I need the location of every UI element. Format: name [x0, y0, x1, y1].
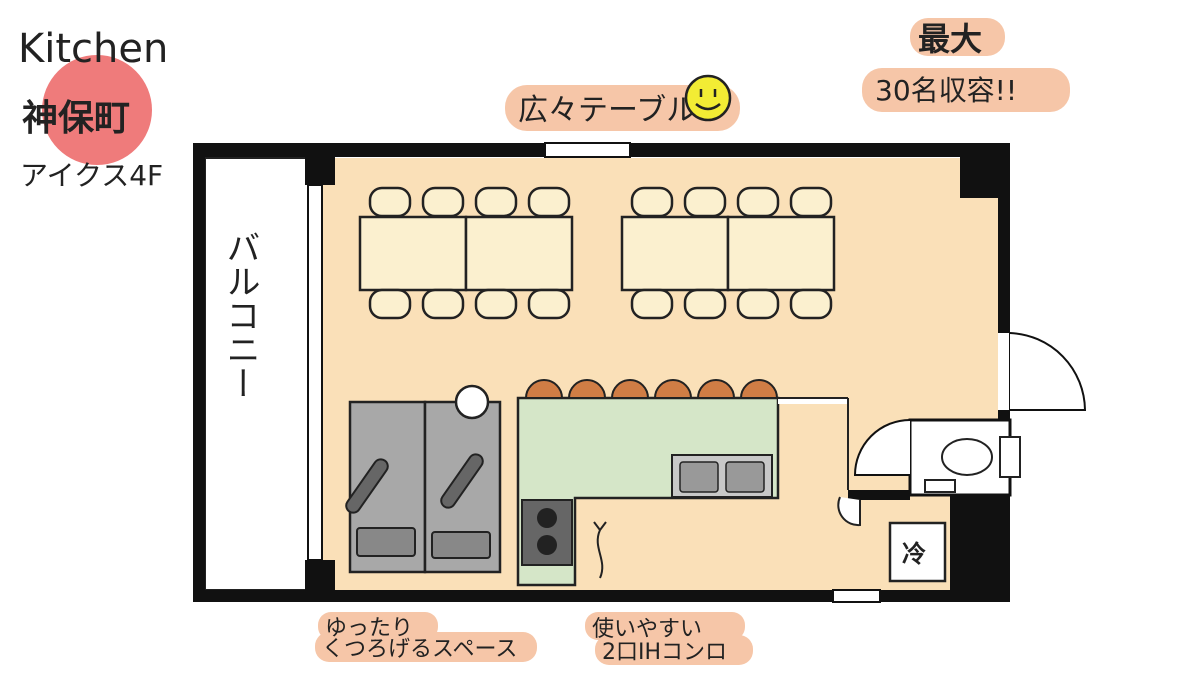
location-name: 神保町 — [22, 98, 130, 139]
washbasin-icon — [837, 496, 861, 527]
outer-walls — [193, 142, 1010, 603]
capacity-line-1: 最大 — [918, 20, 982, 58]
entrance-door-icon — [1009, 332, 1087, 411]
sofa-icon — [345, 384, 502, 574]
relax-note-line-1: ゆったり — [325, 616, 413, 641]
stove-note-line-2: 2口IHコンロ — [602, 640, 727, 665]
chair-icon — [421, 186, 465, 218]
table — [620, 215, 730, 292]
balcony-label: バルコニー — [220, 230, 260, 400]
stool-icon — [739, 379, 779, 399]
stool-icon — [610, 379, 650, 399]
chair-icon — [474, 186, 518, 218]
balcony-area — [204, 157, 314, 591]
counter-stools — [524, 379, 779, 399]
chair-icon — [368, 288, 412, 320]
chair-icon — [789, 186, 833, 218]
chair-icon — [474, 288, 518, 320]
chair-icon — [630, 186, 674, 218]
sink-icon — [671, 454, 773, 498]
toilet-icon — [924, 436, 1021, 493]
chair-icon — [683, 186, 727, 218]
stool-icon — [696, 379, 736, 399]
location-floor: アイクス4F — [20, 159, 163, 192]
fridge-icon: 冷 — [888, 521, 947, 583]
table — [726, 215, 836, 292]
chair-icon — [421, 288, 465, 320]
brand-title: Kitchen — [18, 26, 168, 72]
stool-icon — [567, 379, 607, 399]
tables-note-bg — [505, 85, 740, 131]
table — [358, 215, 468, 292]
stove-icon — [521, 499, 573, 566]
relax-note-line-2: くつろげるスペース — [322, 637, 517, 662]
stool-icon — [653, 379, 693, 399]
stove-note-line-1: 使いやすい — [592, 617, 702, 642]
chair-icon — [527, 186, 571, 218]
dining-tables — [358, 186, 836, 320]
table — [464, 215, 574, 292]
stool-icon — [524, 379, 564, 399]
stove-pointer-arrow — [593, 521, 607, 579]
capacity-line-2: 30名収容!! — [875, 74, 1017, 107]
chair-icon — [527, 288, 571, 320]
chair-icon — [630, 288, 674, 320]
chair-icon — [368, 186, 412, 218]
chair-icon — [736, 288, 780, 320]
chair-icon — [683, 288, 727, 320]
tables-note: 広々テーブル — [518, 93, 696, 128]
chair-icon — [789, 288, 833, 320]
smiley-icon — [684, 74, 732, 122]
location-highlight-circle — [42, 55, 152, 165]
fridge-label: 冷 — [902, 540, 926, 568]
chair-icon — [736, 186, 780, 218]
